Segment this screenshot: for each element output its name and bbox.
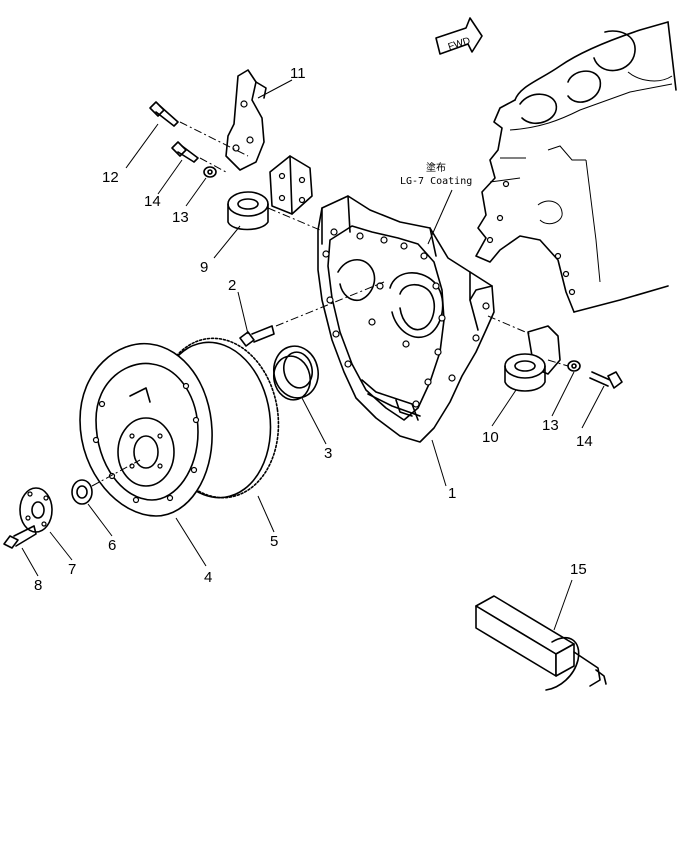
tool-15 <box>475 595 607 691</box>
bolt-2 <box>239 325 275 347</box>
callout-3: 3 <box>324 445 332 462</box>
bolt-12 <box>149 101 179 127</box>
callout-8: 8 <box>34 577 42 594</box>
bolt-14-left <box>171 141 199 163</box>
fwd-arrow: FWD <box>435 17 483 55</box>
coating-note: 塗布 LG-7 Coating <box>400 161 472 245</box>
callout-2: 2 <box>228 277 236 294</box>
callout-6: 6 <box>108 537 116 554</box>
callout-10: 10 <box>482 429 499 446</box>
oil-seal-3 <box>273 345 319 401</box>
rear-mount-bracket <box>269 155 313 215</box>
bearing-6 <box>71 479 93 505</box>
callout-numbers: 1 2 3 4 5 6 7 8 9 10 11 12 13 13 14 14 1… <box>34 65 593 594</box>
callout-13-left: 13 <box>172 209 189 226</box>
flywheel-4 <box>79 342 213 517</box>
fwd-label: FWD <box>447 36 472 54</box>
bolt-8 <box>3 525 37 549</box>
plate-7 <box>19 487 53 533</box>
assembly-center-lines <box>91 121 569 487</box>
callout-9: 9 <box>200 259 208 276</box>
callout-14-right: 14 <box>576 433 593 450</box>
callout-11: 11 <box>290 65 306 82</box>
flywheel-housing <box>317 195 495 443</box>
mount-cushion-10 <box>504 325 561 392</box>
note-kanji: 塗布 <box>426 161 446 174</box>
callout-15: 15 <box>570 561 587 578</box>
callout-13-right: 13 <box>542 417 559 434</box>
washer-13-right <box>567 360 581 372</box>
mount-cushion-9 <box>227 191 269 231</box>
callout-5: 5 <box>270 533 278 550</box>
callout-1: 1 <box>448 485 456 502</box>
leader-lines <box>21 79 605 631</box>
callout-7: 7 <box>68 561 76 578</box>
callout-4: 4 <box>204 569 212 586</box>
washer-13-left <box>203 166 217 178</box>
note-line1: LG-7 Coating <box>400 176 472 187</box>
engine-block <box>475 21 677 313</box>
bracket-11 <box>225 69 267 171</box>
callout-14-left: 14 <box>144 193 161 210</box>
callout-12: 12 <box>102 169 119 186</box>
bolt-14-right <box>589 371 623 389</box>
